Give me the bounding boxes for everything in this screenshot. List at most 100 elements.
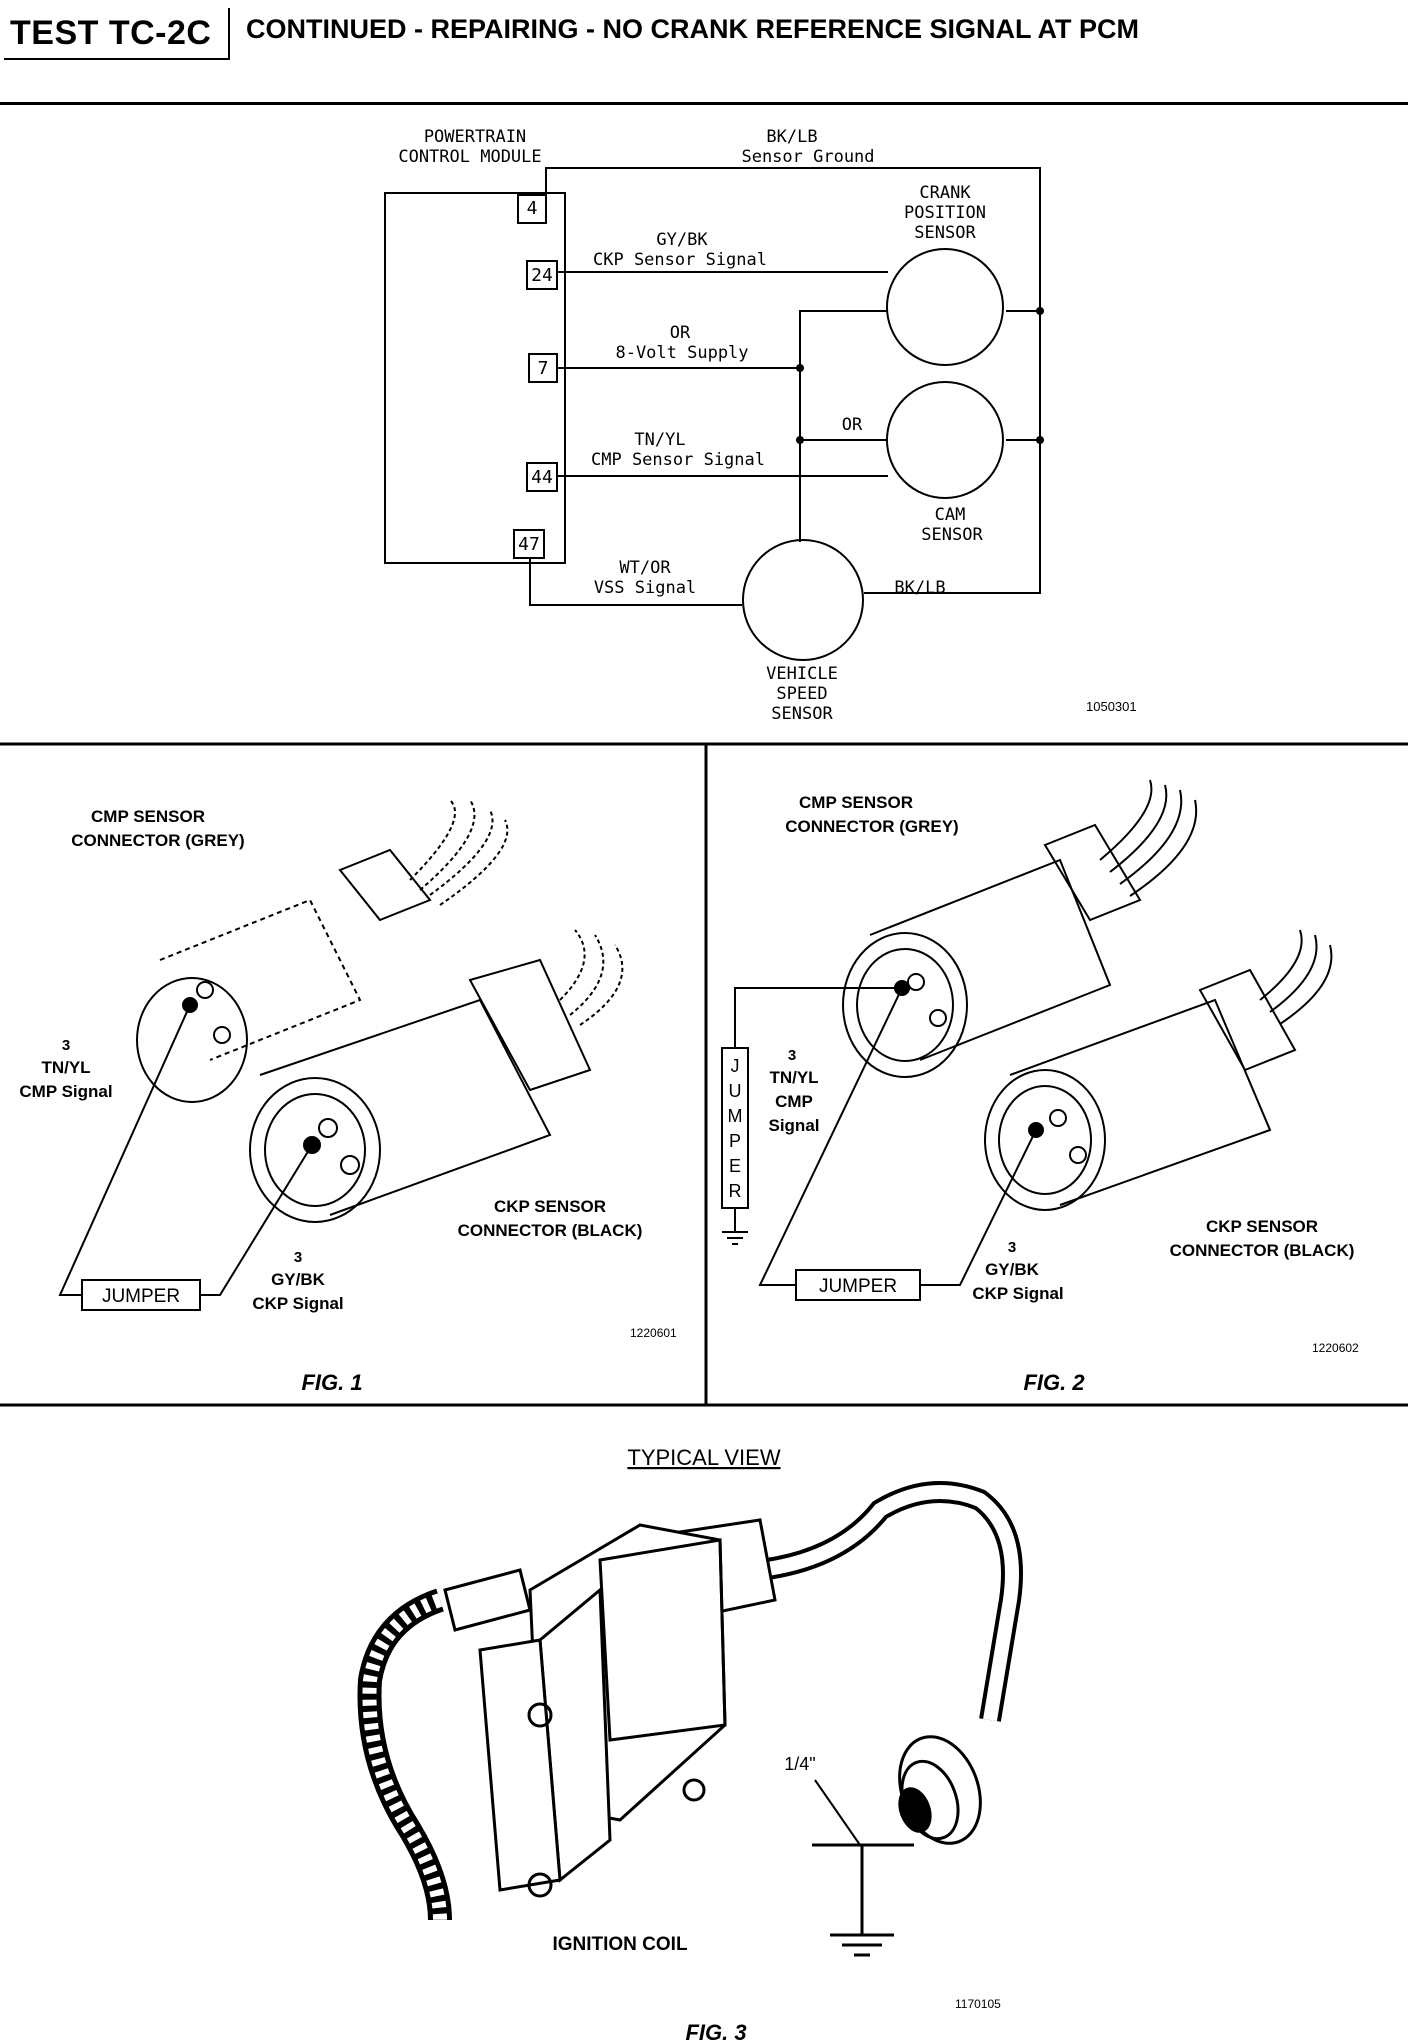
wire-supply-to-crank xyxy=(799,310,888,368)
jumper-letter: M xyxy=(728,1106,743,1126)
or-short-label: OR xyxy=(842,415,863,435)
fig1-cmp-pin xyxy=(196,981,214,999)
jumper-letter: E xyxy=(729,1156,741,1176)
fig3-ref-number: 1170105 xyxy=(955,1997,1001,2011)
coil-output-wire xyxy=(758,1481,1023,1722)
fig2-ckp-face-inner xyxy=(998,1085,1092,1195)
fig2-jumper-lead-cmp xyxy=(758,987,903,1286)
fig2-cmp-color: TN/YL xyxy=(769,1068,818,1087)
fig2-cmp-face xyxy=(842,932,968,1078)
fig1-ckp-label-2: CONNECTOR (BLACK) xyxy=(458,1221,643,1240)
fig1-jumper-lead-cmp xyxy=(58,1004,191,1296)
fig2-cmp-label-2: CONNECTOR (GREY) xyxy=(785,817,958,836)
fig1-ckp-body xyxy=(259,998,552,1216)
fig1-jumper-box xyxy=(81,1279,201,1311)
fig2-ref-number: 1220602 xyxy=(1312,1341,1359,1355)
fig2-cmp-face-inner xyxy=(856,948,954,1062)
pin-label-24: 24 xyxy=(531,265,553,286)
fig2-cmp-signal-2: Signal xyxy=(768,1116,819,1135)
fig2-caption: FIG. 2 xyxy=(1023,1370,1085,1395)
gap-leader xyxy=(814,1779,861,1846)
fig2-ckp-pin xyxy=(1069,1146,1087,1164)
junction-dot xyxy=(796,436,804,444)
pin-label-47: 47 xyxy=(518,534,540,555)
fig1-ckp-label-1: CKP SENSOR xyxy=(494,1197,606,1216)
vss-circle xyxy=(742,539,864,661)
mount-bolt xyxy=(527,1702,553,1728)
cmp-wire-name: CMP Sensor Signal xyxy=(591,450,765,470)
fig1-jumper-lead-ckp xyxy=(200,1144,313,1296)
fig1-cmp-face xyxy=(136,977,248,1103)
fig1-ckp-pin xyxy=(318,1118,338,1138)
fig2-ckp-color: GY/BK xyxy=(985,1260,1040,1279)
pcm-label-2: CONTROL MODULE xyxy=(398,147,541,167)
fig1-ckp-signal: CKP Signal xyxy=(252,1294,343,1313)
vss-label-2: SPEED xyxy=(776,684,827,704)
ckp-wire-name: CKP Sensor Signal xyxy=(593,250,767,270)
fig2-illustration xyxy=(721,779,1333,1301)
pcm-label-1: POWERTRAIN xyxy=(424,127,526,147)
fig2-ckp-pin xyxy=(1049,1109,1067,1127)
fig1-cmp-wires xyxy=(409,799,509,906)
ckp-wire-color: GY/BK xyxy=(656,230,708,250)
fig1-cmp-pin-num: 3 xyxy=(62,1037,70,1054)
fig1-ckp-pin-num: 3 xyxy=(294,1249,302,1266)
ground-wire-color: BK/LB xyxy=(766,127,817,147)
fig1-jumper-label: JUMPER xyxy=(102,1286,180,1307)
fig2-ckp-wires xyxy=(1259,929,1333,1025)
fig2-ckp-boot xyxy=(1198,968,1297,1072)
fig2-cmp-label-1: CMP SENSOR xyxy=(799,793,913,812)
fig1-ref-number: 1220601 xyxy=(630,1326,677,1340)
fig1-cmp-boot xyxy=(338,848,432,922)
cam-label-1: CAM xyxy=(935,505,966,525)
coil-harness-wrap xyxy=(362,1593,447,1921)
fig2-cmp-jumper-lead xyxy=(734,987,902,1048)
junction-dot xyxy=(1036,307,1044,315)
mount-bolt xyxy=(682,1778,706,1802)
test-id-box xyxy=(4,8,230,60)
pin-box-24 xyxy=(526,260,558,290)
typical-view-heading: TYPICAL VIEW xyxy=(627,1445,780,1470)
fig1-ckp-wires xyxy=(559,929,624,1026)
vss-wire-name: VSS Signal xyxy=(594,578,696,598)
schematic-ref-number: 1050301 xyxy=(1086,699,1137,714)
fig2-cmp-boot xyxy=(1043,823,1142,922)
fig3-caption: FIG. 3 xyxy=(685,2020,746,2044)
fig1-cmp-body xyxy=(159,898,362,1061)
junction-dots xyxy=(796,307,1044,444)
fig1-caption: FIG. 1 xyxy=(301,1370,362,1395)
fig2-ckp-face xyxy=(984,1069,1106,1211)
wire-vss-signal xyxy=(529,558,742,606)
ignition-coil-label: IGNITION COIL xyxy=(552,1934,688,1955)
vss-label-3: SENSOR xyxy=(771,704,833,724)
primary-connector xyxy=(443,1568,532,1632)
vss-label-1: VEHICLE xyxy=(766,664,838,684)
supply-wire-color: OR xyxy=(670,323,691,343)
fig2-ckp-label-1: CKP SENSOR xyxy=(1206,1217,1318,1236)
fig2-cmp-pin xyxy=(907,973,925,991)
header-rule xyxy=(0,102,1408,105)
pcm-box xyxy=(384,192,566,564)
pin-box-4 xyxy=(517,194,547,224)
mount-bolt xyxy=(527,1872,553,1898)
vss-ground-color: BK/LB xyxy=(894,578,945,598)
ground-wire-name: Sensor Ground xyxy=(741,147,874,167)
fig2-cmp-signal-1: CMP xyxy=(775,1092,813,1111)
fig1-cmp-signal: CMP Signal xyxy=(19,1082,112,1101)
fig2-ckp-label-2: CONNECTOR (BLACK) xyxy=(1170,1241,1355,1260)
fig1-ckp-face-inner xyxy=(264,1093,366,1207)
supply-wire-name: 8-Volt Supply xyxy=(615,343,748,363)
cam-label-2: SENSOR xyxy=(921,525,983,545)
fig1-ckp-boot xyxy=(468,958,592,1092)
coil-body-face xyxy=(598,1538,727,1742)
fig1-ckp-face xyxy=(249,1077,381,1223)
wire-sensor-ground xyxy=(545,167,1041,594)
page-title: CONTINUED - REPAIRING - NO CRANK REFEREN… xyxy=(246,14,1140,44)
fig2-jumper-label: JUMPER xyxy=(819,1276,897,1297)
fig2-jumper-lead-ckp xyxy=(920,1129,1037,1286)
fig2-jumper-vertical-text: J U M P E R xyxy=(728,1056,743,1201)
fig2-cmp-body xyxy=(869,858,1112,1061)
fig1-cmp-label-1: CMP SENSOR xyxy=(91,807,205,826)
spark-plug-terminal xyxy=(898,1787,932,1833)
